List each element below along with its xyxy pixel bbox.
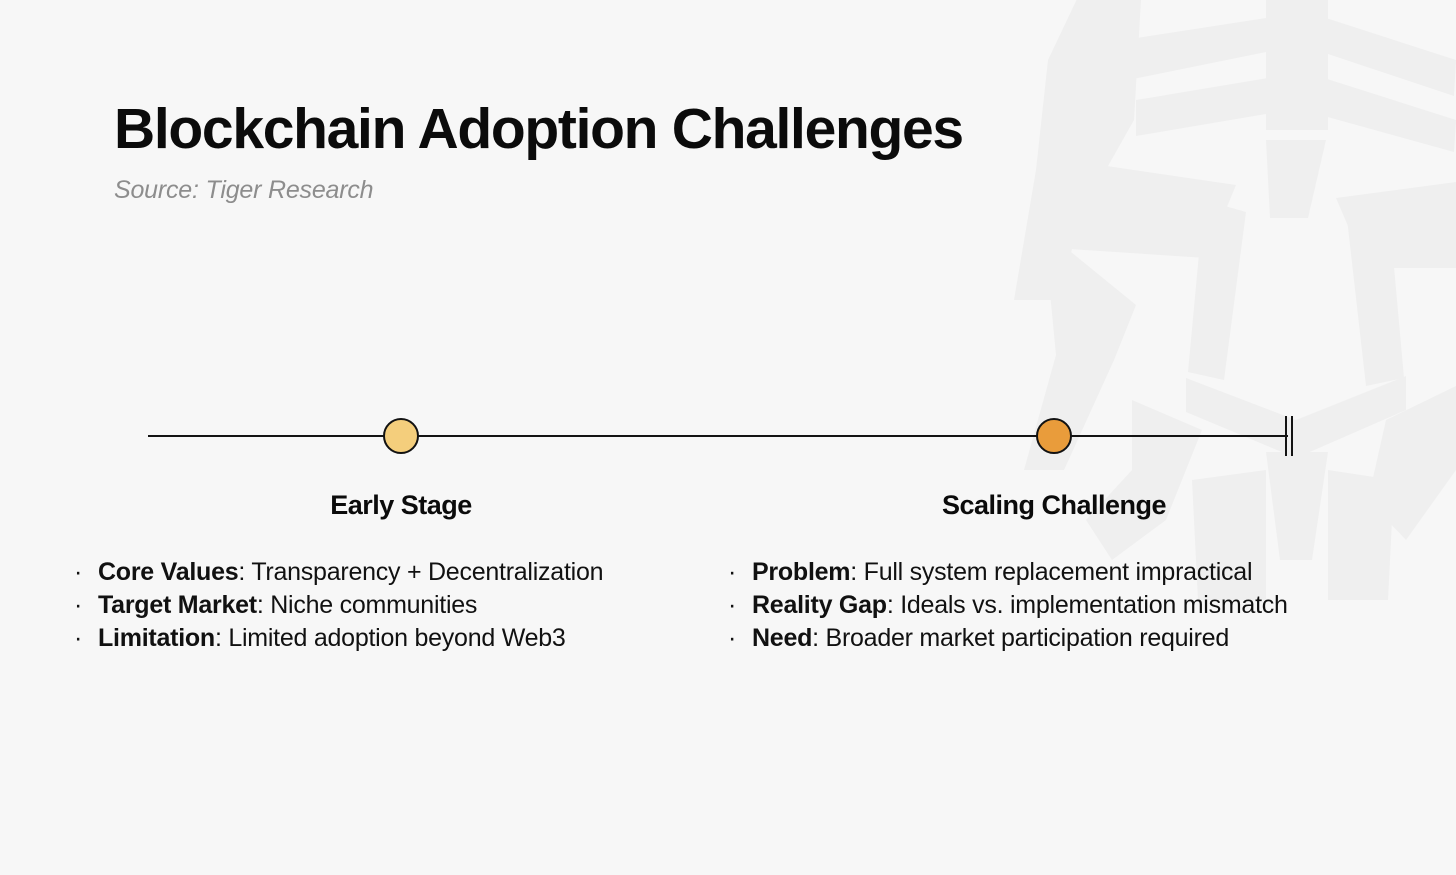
timeline-end-tick-inner (1291, 416, 1293, 456)
bullet-term: Target Market (98, 591, 257, 619)
bullet-term: Problem (752, 558, 851, 586)
bullet-detail: : Broader market participation required (812, 624, 1229, 652)
list-item: · Problem: Full system replacement impra… (728, 556, 1388, 589)
source-attribution: Source: Tiger Research (114, 175, 374, 204)
timeline-node-early-stage[interactable] (383, 418, 419, 454)
list-item: · Core Values: Transparency + Decentrali… (74, 556, 714, 589)
bullet-dot-icon: · (74, 624, 83, 652)
timeline-end-tick-outer (1285, 416, 1287, 456)
bullet-detail: : Limited adoption beyond Web3 (214, 624, 566, 652)
bullet-term: Core Values (98, 558, 239, 586)
list-item: · Need: Broader market participation req… (728, 622, 1388, 655)
bullet-dot-icon: · (728, 591, 737, 619)
list-item: · Limitation: Limited adoption beyond We… (74, 622, 714, 655)
bullet-column-scaling-challenge: · Problem: Full system replacement impra… (728, 556, 1388, 655)
timeline (0, 400, 1456, 480)
bullet-dot-icon: · (728, 624, 737, 652)
header: Blockchain Adoption Challenges Source: T… (114, 97, 1114, 205)
bullet-dot-icon: · (74, 591, 83, 619)
timeline-axis-line (148, 435, 1288, 437)
bullet-term: Need (752, 624, 813, 652)
bullet-dot-icon: · (74, 558, 83, 586)
stage-label-early-stage: Early Stage (330, 490, 472, 520)
bullet-term: Reality Gap (752, 591, 887, 619)
list-item: · Target Market: Niche communities (74, 589, 714, 622)
page-title: Blockchain Adoption Challenges (114, 97, 964, 161)
bullet-detail: : Full system replacement impractical (850, 558, 1253, 586)
bullet-detail: : Transparency + Decentralization (238, 558, 604, 586)
bullet-detail: : Niche communities (256, 591, 478, 619)
list-item: · Reality Gap: Ideals vs. implementation… (728, 589, 1388, 622)
bullet-term: Limitation (98, 624, 215, 652)
bullet-detail: : Ideals vs. implementation mismatch (886, 591, 1288, 619)
stage-label-scaling-challenge: Scaling Challenge (941, 490, 1167, 520)
bullet-dot-icon: · (728, 558, 737, 586)
timeline-node-scaling-challenge[interactable] (1036, 418, 1072, 454)
bullet-column-early-stage: · Core Values: Transparency + Decentrali… (74, 556, 714, 655)
